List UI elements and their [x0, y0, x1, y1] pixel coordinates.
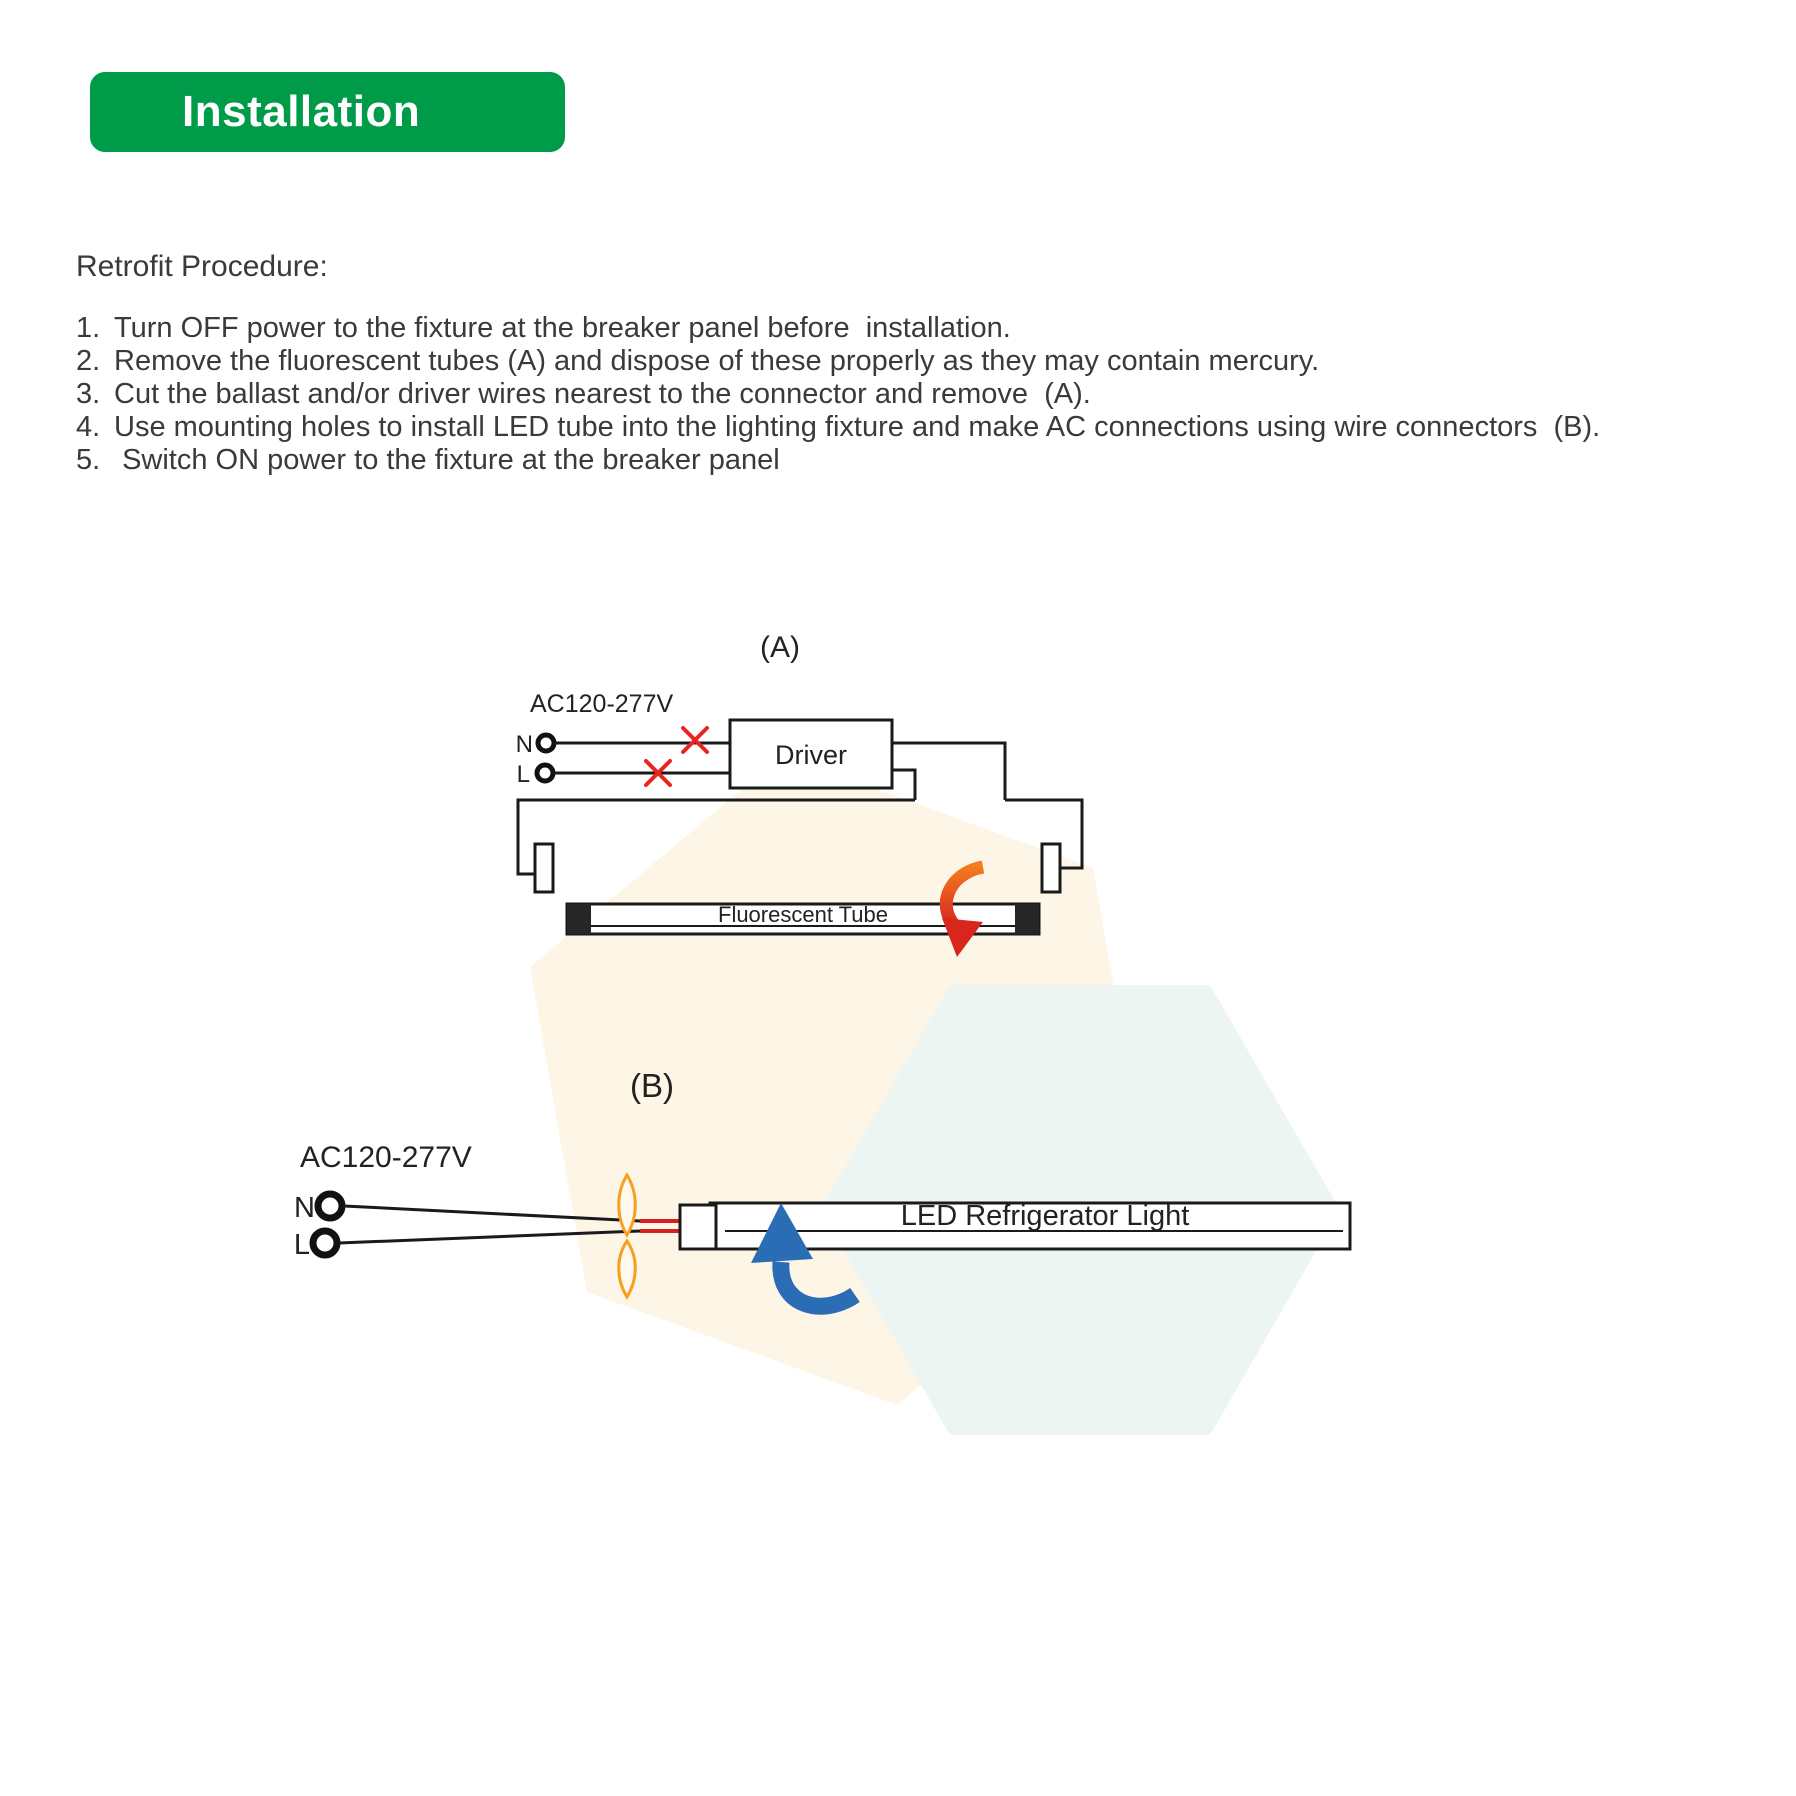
step-text: Remove the fluorescent tubes (A) and dis… [114, 345, 1320, 377]
wire-connector-upper-icon [617, 1172, 637, 1238]
rotate-out-arrow-icon [939, 860, 985, 957]
installation-badge-label: Installation [182, 87, 421, 136]
driver-box-label: Driver [775, 740, 847, 770]
step-number: 1. [76, 312, 101, 344]
procedure-step-4: 4. Use mounting holes to install LED tub… [76, 411, 1716, 444]
led-tube [708, 1201, 1352, 1251]
procedure-steps: 1. Turn OFF power to the fixture at the … [76, 312, 1716, 477]
step-text: Switch ON power to the fixture at the br… [114, 444, 780, 476]
neutral-terminal-icon [314, 1190, 346, 1222]
step-number: 3. [76, 378, 101, 410]
procedure-step-3: 3. Cut the ballast and/or driver wires n… [76, 378, 1716, 411]
cut-mark-upper-icon [681, 726, 709, 754]
procedure-step-5: 5. Switch ON power to the fixture at the… [76, 444, 1716, 477]
step-number: 5. [76, 444, 101, 476]
driver-box [728, 718, 894, 790]
line-terminal-icon [309, 1227, 341, 1259]
tube-end-cap-left [567, 904, 591, 934]
diagram-a-fluorescent-wiring: (A) AC120-277V N L Driver Fluorescent Tu… [516, 631, 1084, 957]
diagram-b-led-wiring: (B) AC120-277V N L LED Refrigerator Ligh… [294, 1067, 1352, 1315]
step-text: Use mounting holes to install LED tube i… [114, 411, 1601, 443]
step-number: 4. [76, 411, 101, 443]
neutral-terminal-label: N [516, 731, 533, 758]
step-number: 2. [76, 345, 101, 377]
procedure-step-1: 1. Turn OFF power to the fixture at the … [76, 312, 1716, 345]
end-connector-block [678, 1203, 718, 1251]
wire-connector-lower-icon [617, 1238, 637, 1300]
cut-mark-lower-icon [644, 759, 672, 787]
fluorescent-tube-label: Fluorescent Tube [718, 902, 888, 927]
lamp-holder-left [533, 842, 555, 894]
rotate-in-arrow-icon [751, 1203, 860, 1315]
fixture-wire-right [1005, 798, 1084, 870]
lamp-holder-right [1040, 842, 1062, 894]
line-terminal-label: L [294, 1229, 310, 1261]
line-terminal-icon [534, 762, 556, 784]
procedure-step-2: 2. Remove the fluorescent tubes (A) and … [76, 345, 1716, 378]
line-terminal-label: L [517, 761, 530, 788]
diagram-b-label: (B) [630, 1067, 674, 1104]
led-tube-label: LED Refrigerator Light [901, 1200, 1190, 1232]
diagram-b-voltage-label: AC120-277V [300, 1141, 472, 1174]
procedure-title: Retrofit Procedure: [76, 250, 328, 283]
neutral-terminal-icon [535, 732, 557, 754]
diagram-a-label: (A) [760, 631, 800, 664]
installation-badge: Installation [90, 72, 565, 152]
neutral-terminal-label: N [294, 1192, 315, 1224]
line-wire [338, 1229, 641, 1245]
step-text: Turn OFF power to the fixture at the bre… [114, 312, 1011, 344]
fixture-wire-left [516, 798, 915, 876]
step-text: Cut the ballast and/or driver wires near… [114, 378, 1091, 410]
tube-end-cap-right [1015, 904, 1039, 934]
fixture-wire-jog [892, 768, 917, 800]
diagram-a-voltage-label: AC120-277V [530, 690, 673, 718]
neutral-wire [343, 1204, 641, 1223]
fixture-wire-top-right [892, 741, 1007, 800]
